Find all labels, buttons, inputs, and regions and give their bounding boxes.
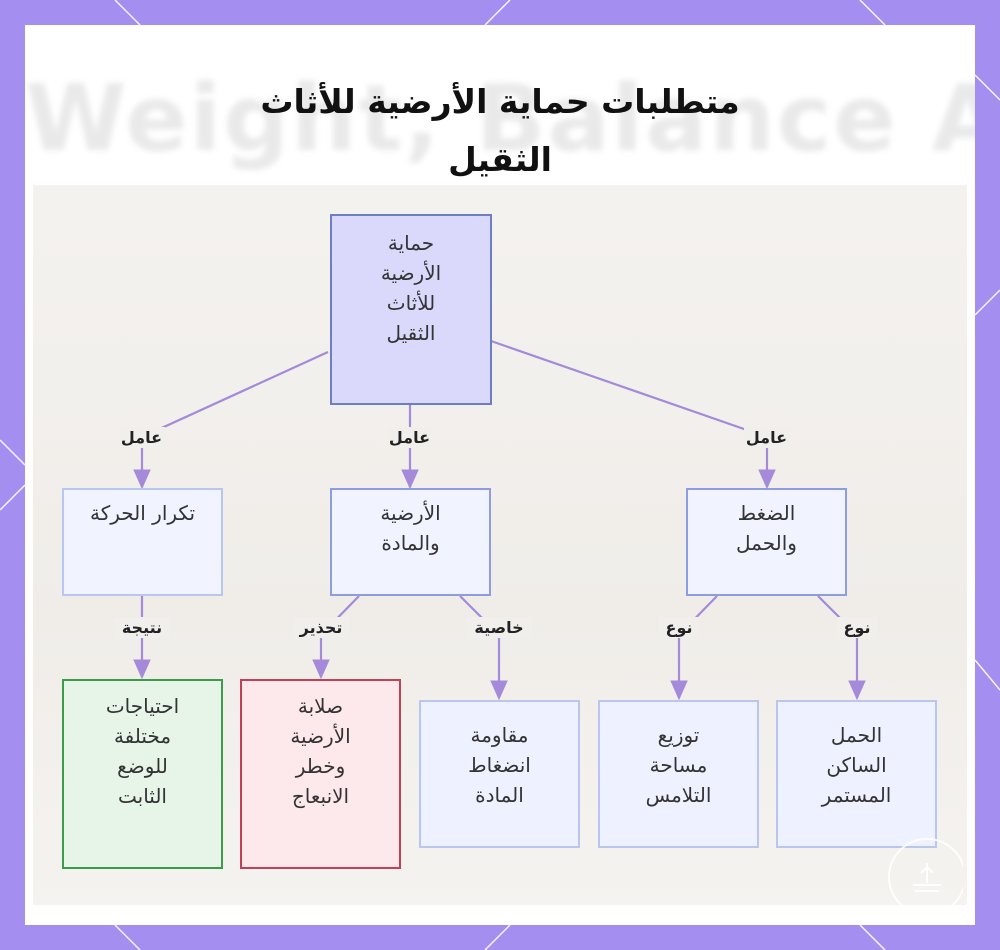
edge-root-movement xyxy=(133,350,329,490)
edge-label-factor-mid: عامل xyxy=(387,427,433,448)
edge-label-factor-right: عامل xyxy=(744,427,790,448)
node-movement: تكرار الحركة xyxy=(62,488,223,596)
node-static-load: الحمل الساكن المستمر xyxy=(776,700,937,848)
node-pressure-load: الضغط والحمل xyxy=(686,488,847,596)
edge-label-type-left: نوع xyxy=(659,617,699,638)
edge-label-property: خاصية xyxy=(466,617,532,638)
flowchart: حماية الأرضية للأثاث الثقيل تكرار الحركة… xyxy=(25,25,975,925)
shield-logo-icon xyxy=(888,838,963,913)
node-static-needs: احتياجات مختلفة للوضع الثابت xyxy=(62,679,223,869)
edge-root-pressure xyxy=(490,339,776,490)
edge-label-result: نتيجة xyxy=(114,617,170,638)
node-floor-hardness: صلابة الأرضية وخطر الانبعاج xyxy=(240,679,401,869)
edge-pressure-load xyxy=(817,595,866,701)
node-compression-resistance: مقاومة انضغاط المادة xyxy=(419,700,580,848)
diagram-title: متطلبات حماية الأرضية للأثاث الثقيل xyxy=(260,82,740,179)
background-watermark-text: Weight, Balance And Stability xyxy=(25,65,975,172)
node-root: حماية الأرضية للأثاث الثقيل xyxy=(330,214,492,405)
node-contact-distribution: توزيع مساحة التلامس xyxy=(598,700,759,848)
edge-label-warning: تحذير xyxy=(293,617,349,638)
node-floor-material: الأرضية والمادة xyxy=(330,488,491,596)
diagram-card: Weight, Balance And Stability متطلبات حم… xyxy=(25,25,975,925)
edge-label-type-right: نوع xyxy=(837,617,877,638)
edge-floor-compression xyxy=(459,595,508,701)
edge-pressure-contact xyxy=(670,595,718,701)
edge-label-factor-left: عامل xyxy=(119,427,165,448)
